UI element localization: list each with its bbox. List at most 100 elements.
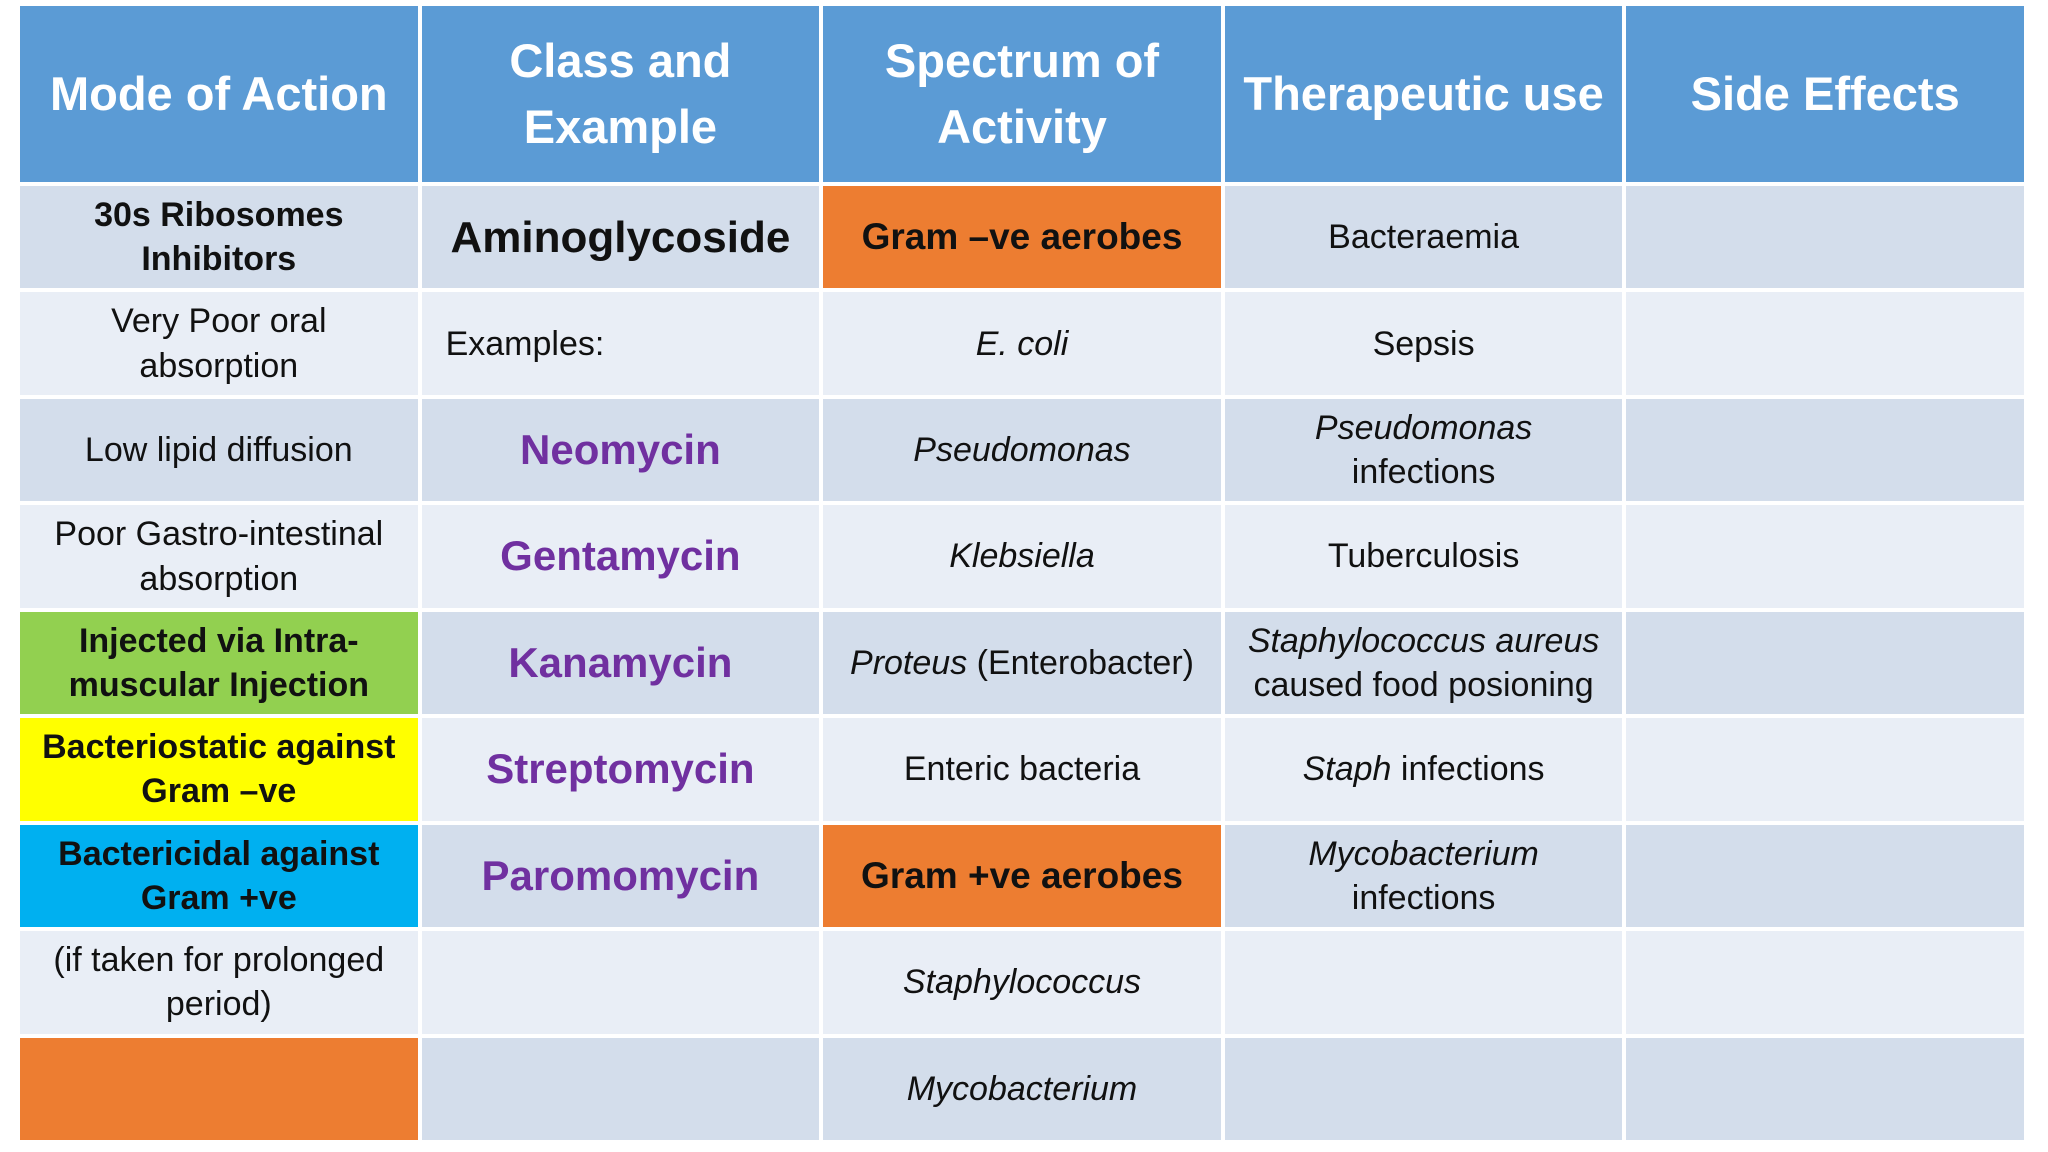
cell-text: Streptomycin: [486, 742, 754, 797]
table-cell: E. coli: [823, 292, 1221, 395]
cell-text: Gram +ve aerobes: [861, 852, 1183, 900]
cell-text-italic-segment: E. coli: [975, 324, 1069, 363]
cell-text: Pseudomonas: [913, 428, 1130, 472]
cell-text-segment: Poor Gastro-intestinal absorption: [54, 515, 384, 598]
table-cell: Proteus (Enterobacter): [823, 611, 1221, 715]
cell-text: Kanamycin: [508, 636, 732, 691]
table-cell: [1626, 292, 2024, 395]
cell-text-segment: Bactericidal against Gram +ve: [58, 834, 380, 917]
cell-text-segment: Gram –ve aerobes: [861, 216, 1183, 258]
cell-text-segment: Enteric bacteria: [903, 750, 1141, 789]
table-cell: Paromomycin: [421, 824, 820, 928]
aminoglycosides-table: Mode of Action Class and Example Spectru…: [20, 6, 2024, 1140]
table-cell: Bacteriostatic against Gram –ve: [20, 718, 418, 821]
cell-text-segment: Very Poor oral absorption: [111, 302, 327, 385]
cell-text: Neomycin: [520, 423, 721, 478]
table-cell: Staphylococcus: [823, 931, 1221, 1034]
cell-text-segment: 30s Ribosomes Inhibitors: [94, 196, 344, 279]
cell-text: Injected via Intra-muscular Injection: [34, 619, 404, 707]
cell-text: Aminoglycoside: [450, 209, 790, 266]
header-cell-therapeutic-use: Therapeutic use: [1224, 6, 1623, 182]
cell-text-italic-segment: Staph: [1302, 750, 1392, 789]
table-cell: [1626, 931, 2024, 1034]
cell-text-segment: Bacteraemia: [1328, 218, 1520, 257]
cell-text-italic-segment: Staphylococcus aureus: [1247, 621, 1600, 660]
cell-text: Gram –ve aerobes: [862, 213, 1183, 261]
cell-text-segment: (if taken for prolonged period): [53, 941, 385, 1024]
table-cell: [1626, 824, 2024, 928]
table-cell: Aminoglycoside: [421, 186, 820, 289]
table-cell: Klebsiella: [823, 505, 1221, 608]
cell-text-segment: Examples:: [445, 324, 605, 363]
cell-text: Bactericidal against Gram +ve: [34, 832, 404, 920]
table-cell: Mycobacterium infections: [1224, 824, 1623, 928]
cell-text: (if taken for prolonged period): [34, 938, 404, 1026]
table-cell: [1224, 1037, 1623, 1140]
table-cell: Kanamycin: [421, 611, 820, 715]
cell-text: Bacteriostatic against Gram –ve: [34, 725, 404, 813]
cell-text-segment: Bacteriostatic against Gram –ve: [42, 728, 396, 811]
table-cell: [421, 1037, 820, 1140]
table-cell: Gram –ve aerobes: [823, 186, 1221, 289]
cell-text-segment: Sepsis: [1372, 324, 1475, 363]
cell-text: Poor Gastro-intestinal absorption: [34, 512, 404, 600]
cell-text: Gentamycin: [500, 529, 740, 584]
table-cell: [421, 931, 820, 1034]
table-cell: [1626, 718, 2024, 821]
cell-text-segment: Tuberculosis: [1327, 537, 1520, 576]
cell-text-segment: Neomycin: [520, 425, 721, 473]
cell-text: Enteric bacteria: [904, 747, 1140, 791]
table-cell: [1626, 611, 2024, 715]
table-cell: Low lipid diffusion: [20, 398, 418, 502]
cell-text: Proteus (Enterobacter): [850, 641, 1194, 685]
table-cell: Pseudomonas: [823, 398, 1221, 502]
cell-text: Staph infections: [1303, 747, 1545, 791]
cell-text: Low lipid diffusion: [85, 428, 353, 472]
table-cell: (if taken for prolonged period): [20, 931, 418, 1034]
table-cell: Sepsis: [1224, 292, 1623, 395]
table-cell: Bacteraemia: [1224, 186, 1623, 289]
cell-text: Very Poor oral absorption: [34, 299, 404, 387]
table-cell: [1224, 931, 1623, 1034]
table-cell: Enteric bacteria: [823, 718, 1221, 821]
cell-text-segment: Streptomycin: [486, 745, 755, 793]
table-cell: Staphylococcus aureus caused food posion…: [1224, 611, 1623, 715]
cell-text-segment: infections: [1351, 878, 1496, 917]
cell-text: Sepsis: [1373, 322, 1475, 366]
table-cell: [20, 1037, 418, 1140]
cell-text: 30s Ribosomes Inhibitors: [34, 193, 404, 281]
table-cell: [1626, 1037, 2024, 1140]
table-cell: Pseudomonas infections: [1224, 398, 1623, 502]
cell-text-segment: (Enterobacter): [967, 643, 1194, 682]
table-cell: Poor Gastro-intestinal absorption: [20, 505, 418, 608]
table-cell: Tuberculosis: [1224, 505, 1623, 608]
cell-text-segment: Gram +ve aerobes: [861, 854, 1183, 896]
table-cell: Neomycin: [421, 398, 820, 502]
cell-text-segment: caused food posioning: [1253, 665, 1594, 704]
cell-text-segment: infections: [1351, 453, 1496, 492]
cell-text-segment: Aminoglycoside: [450, 212, 791, 262]
table-cell: Staph infections: [1224, 718, 1623, 821]
cell-text-italic-segment: Proteus: [850, 643, 968, 682]
cell-text: Bacteraemia: [1328, 215, 1519, 259]
cell-text-segment: infections: [1391, 750, 1545, 789]
cell-text: Tuberculosis: [1328, 534, 1519, 578]
cell-text-italic-segment: Staphylococcus: [902, 963, 1142, 1002]
table-cell: [1626, 505, 2024, 608]
table-cell: [1626, 398, 2024, 502]
cell-text-italic-segment: Pseudomonas: [913, 431, 1131, 469]
cell-text-italic-segment: Mycobacterium: [1308, 834, 1539, 873]
table-cell: Mycobacterium: [823, 1037, 1221, 1140]
table-cell: Bactericidal against Gram +ve: [20, 824, 418, 928]
table-cell: Gentamycin: [421, 505, 820, 608]
cell-text-segment: Low lipid diffusion: [84, 431, 353, 469]
cell-text-segment: Injected via Intra-muscular Injection: [68, 621, 369, 704]
cell-text: Paromomycin: [482, 849, 760, 904]
cell-text-italic-segment: Pseudomonas: [1314, 408, 1533, 447]
cell-text-segment: Paromomycin: [481, 851, 760, 899]
cell-text: Mycobacterium infections: [1239, 832, 1609, 920]
table-cell: Examples:: [421, 292, 820, 395]
table-cell: Gram +ve aerobes: [823, 824, 1221, 928]
table-cell: [1626, 186, 2024, 289]
